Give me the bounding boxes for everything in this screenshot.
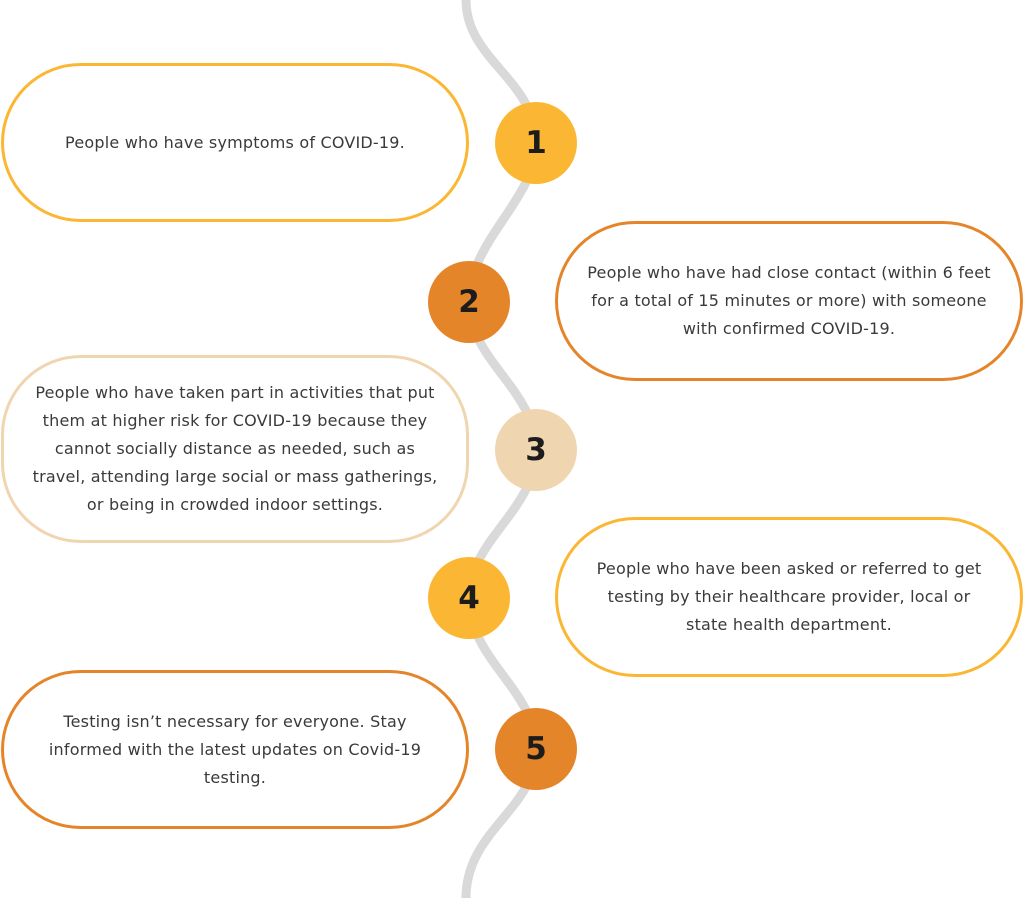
- step-4-text: People who have been asked or referred t…: [596, 559, 982, 634]
- step-3-card: People who have taken part in activities…: [1, 355, 469, 543]
- step-2-card: People who have had close contact (withi…: [555, 221, 1023, 381]
- step-1-number-circle: 1: [495, 102, 577, 184]
- step-2-number-circle: 2: [428, 261, 510, 343]
- step-5-text: Testing isn’t necessary for everyone. St…: [48, 711, 422, 787]
- step-1-card: People who have symptoms of COVID-19.: [1, 63, 469, 222]
- step-3-text: People who have taken part in activities…: [32, 383, 438, 514]
- step-4-number-circle: 4: [428, 557, 510, 639]
- step-1-text: People who have symptoms of COVID-19.: [65, 132, 405, 152]
- step-4-card: People who have been asked or referred t…: [555, 517, 1023, 677]
- step-5-card: Testing isn’t necessary for everyone. St…: [1, 670, 469, 829]
- step-3-number-circle: 3: [495, 409, 577, 491]
- step-2-text: People who have had close contact (withi…: [587, 263, 991, 338]
- step-5-number-circle: 5: [495, 708, 577, 790]
